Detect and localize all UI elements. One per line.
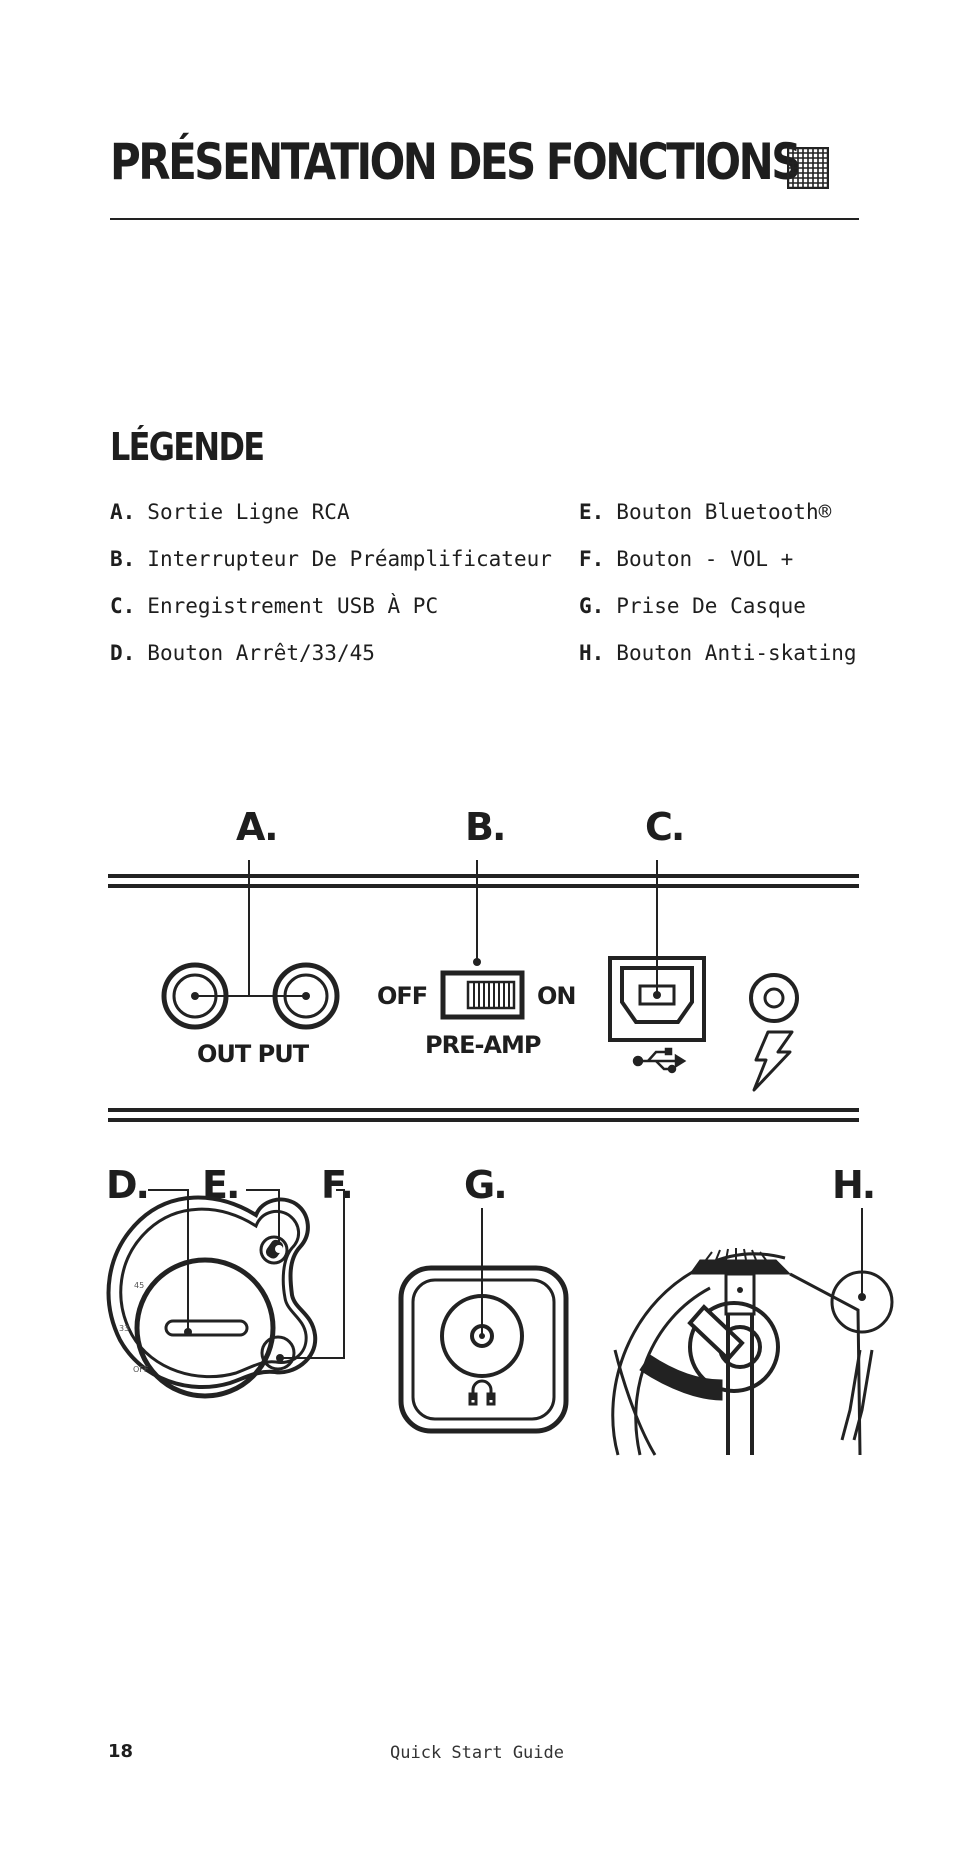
legend-item: H. Bouton Anti-skating xyxy=(579,636,857,683)
speed-33-label: 33 xyxy=(119,1324,129,1333)
legend-item: C. Enregistrement USB À PC xyxy=(110,589,552,636)
output-label: OUT PUT xyxy=(197,1040,310,1068)
page-title: PRÉSENTATION DES FONCTIONS xyxy=(110,133,801,191)
legend-item: G. Prise De Casque xyxy=(579,589,857,636)
diagram-label-c: C. xyxy=(645,805,683,849)
legend-letter: D. xyxy=(110,641,136,665)
diagram-label-f: F. xyxy=(321,1163,352,1207)
headphone-jack xyxy=(398,1208,569,1434)
grid-icon xyxy=(787,147,829,189)
legend-text: Bouton - VOL + xyxy=(616,547,794,571)
speed-45-label: 45 xyxy=(134,1281,144,1290)
diagram-label-h: H. xyxy=(832,1163,874,1207)
legend-letter: F. xyxy=(579,547,605,571)
legend-item: A. Sortie Ligne RCA xyxy=(110,495,552,542)
diagram-label-a: A. xyxy=(236,805,277,849)
legend-item: E. Bouton Bluetooth® xyxy=(579,495,857,542)
legend-text: Sortie Ligne RCA xyxy=(147,500,350,524)
legend-letter: H. xyxy=(579,641,605,665)
turntable-diagram: A. B. C. OUT PUT OFF ON PRE-AMP xyxy=(106,805,894,1456)
legend-right-column: E. Bouton Bluetooth® F. Bouton - VOL + G. P… xyxy=(579,495,857,683)
legend-text: Interrupteur De Préamplificateur xyxy=(147,547,552,571)
diagram-label-b: B. xyxy=(465,805,504,849)
power-jack xyxy=(749,973,799,1023)
tonearm-assembly xyxy=(611,1208,894,1456)
legend-item: B. Interrupteur De Préamplificateur xyxy=(110,542,552,589)
diagram-label-g: G. xyxy=(464,1163,506,1207)
legend-letter: E. xyxy=(579,500,605,524)
legend-letter: B. xyxy=(110,547,136,571)
footer-label: Quick Start Guide xyxy=(390,1743,564,1763)
legend-item: D. Bouton Arrêt/33/45 xyxy=(110,636,552,683)
legend-letter: C. xyxy=(110,594,136,618)
legend-letter: A. xyxy=(110,500,136,524)
legend-title: LÉGENDE xyxy=(110,425,265,469)
rear-panel-rails xyxy=(108,874,859,1122)
legend-text: Enregistrement USB À PC xyxy=(147,594,439,618)
switch-on-label: ON xyxy=(537,982,576,1010)
speed-knob-cluster xyxy=(106,1189,345,1399)
headphone-icon xyxy=(468,1379,496,1406)
diagram-label-d: D. xyxy=(106,1163,148,1207)
legend-text: Bouton Anti-skating xyxy=(616,641,857,665)
title-divider xyxy=(110,218,859,220)
legend-text: Bouton Arrêt/33/45 xyxy=(147,641,375,665)
legend-letter: G. xyxy=(579,594,605,618)
page-number: 18 xyxy=(108,1741,134,1762)
preamp-label: PRE-AMP xyxy=(425,1031,541,1059)
legend-item: F. Bouton - VOL + xyxy=(579,542,857,589)
switch-off-label: OFF xyxy=(377,982,427,1010)
speed-off-label: OFF xyxy=(133,1365,149,1374)
legend-text: Prise De Casque xyxy=(616,594,806,618)
usb-port xyxy=(608,860,706,1042)
legend-left-column: A. Sortie Ligne RCA B. Interrupteur De Pré… xyxy=(110,495,552,683)
legend-text: Bouton Bluetooth® xyxy=(616,500,832,524)
rca-output xyxy=(161,860,340,1030)
power-bolt-icon xyxy=(752,1030,794,1092)
usb-icon xyxy=(632,1047,687,1074)
preamp-switch xyxy=(440,860,525,1020)
